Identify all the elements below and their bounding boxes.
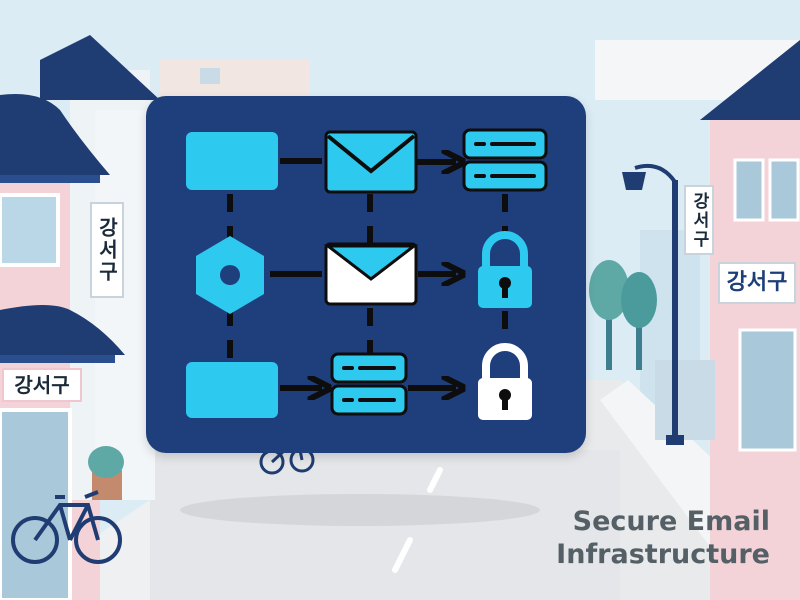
caption-title: Secure Email Infrastructure	[520, 505, 770, 571]
client-box	[186, 132, 278, 190]
street-sign-vertical: 강서구	[684, 185, 714, 255]
server-rack-icon	[462, 128, 548, 192]
shop-sign-horizontal-right: 강서구	[718, 262, 796, 304]
caption-line-1: Secure Email	[572, 506, 770, 537]
hexagon-node-icon	[196, 236, 264, 314]
tree-icon	[589, 260, 657, 370]
horizontal-connectors	[270, 161, 456, 388]
right-building	[655, 40, 800, 600]
shop-sign-vertical: 강서구	[90, 202, 124, 298]
storage-box	[186, 362, 278, 418]
shop-sign-horizontal: 강서구	[2, 368, 82, 402]
padlock-icon	[478, 343, 532, 420]
envelope-icon	[324, 130, 418, 194]
padlock-icon	[478, 231, 532, 308]
flow-diagram	[186, 128, 548, 420]
caption-line-2: Infrastructure	[556, 539, 770, 570]
server-rack-icon	[330, 352, 408, 416]
bicycle-icon	[11, 490, 122, 564]
envelope-icon	[323, 242, 419, 306]
street-lamp-icon	[622, 163, 684, 445]
infrastructure-diagram-panel	[146, 96, 586, 453]
